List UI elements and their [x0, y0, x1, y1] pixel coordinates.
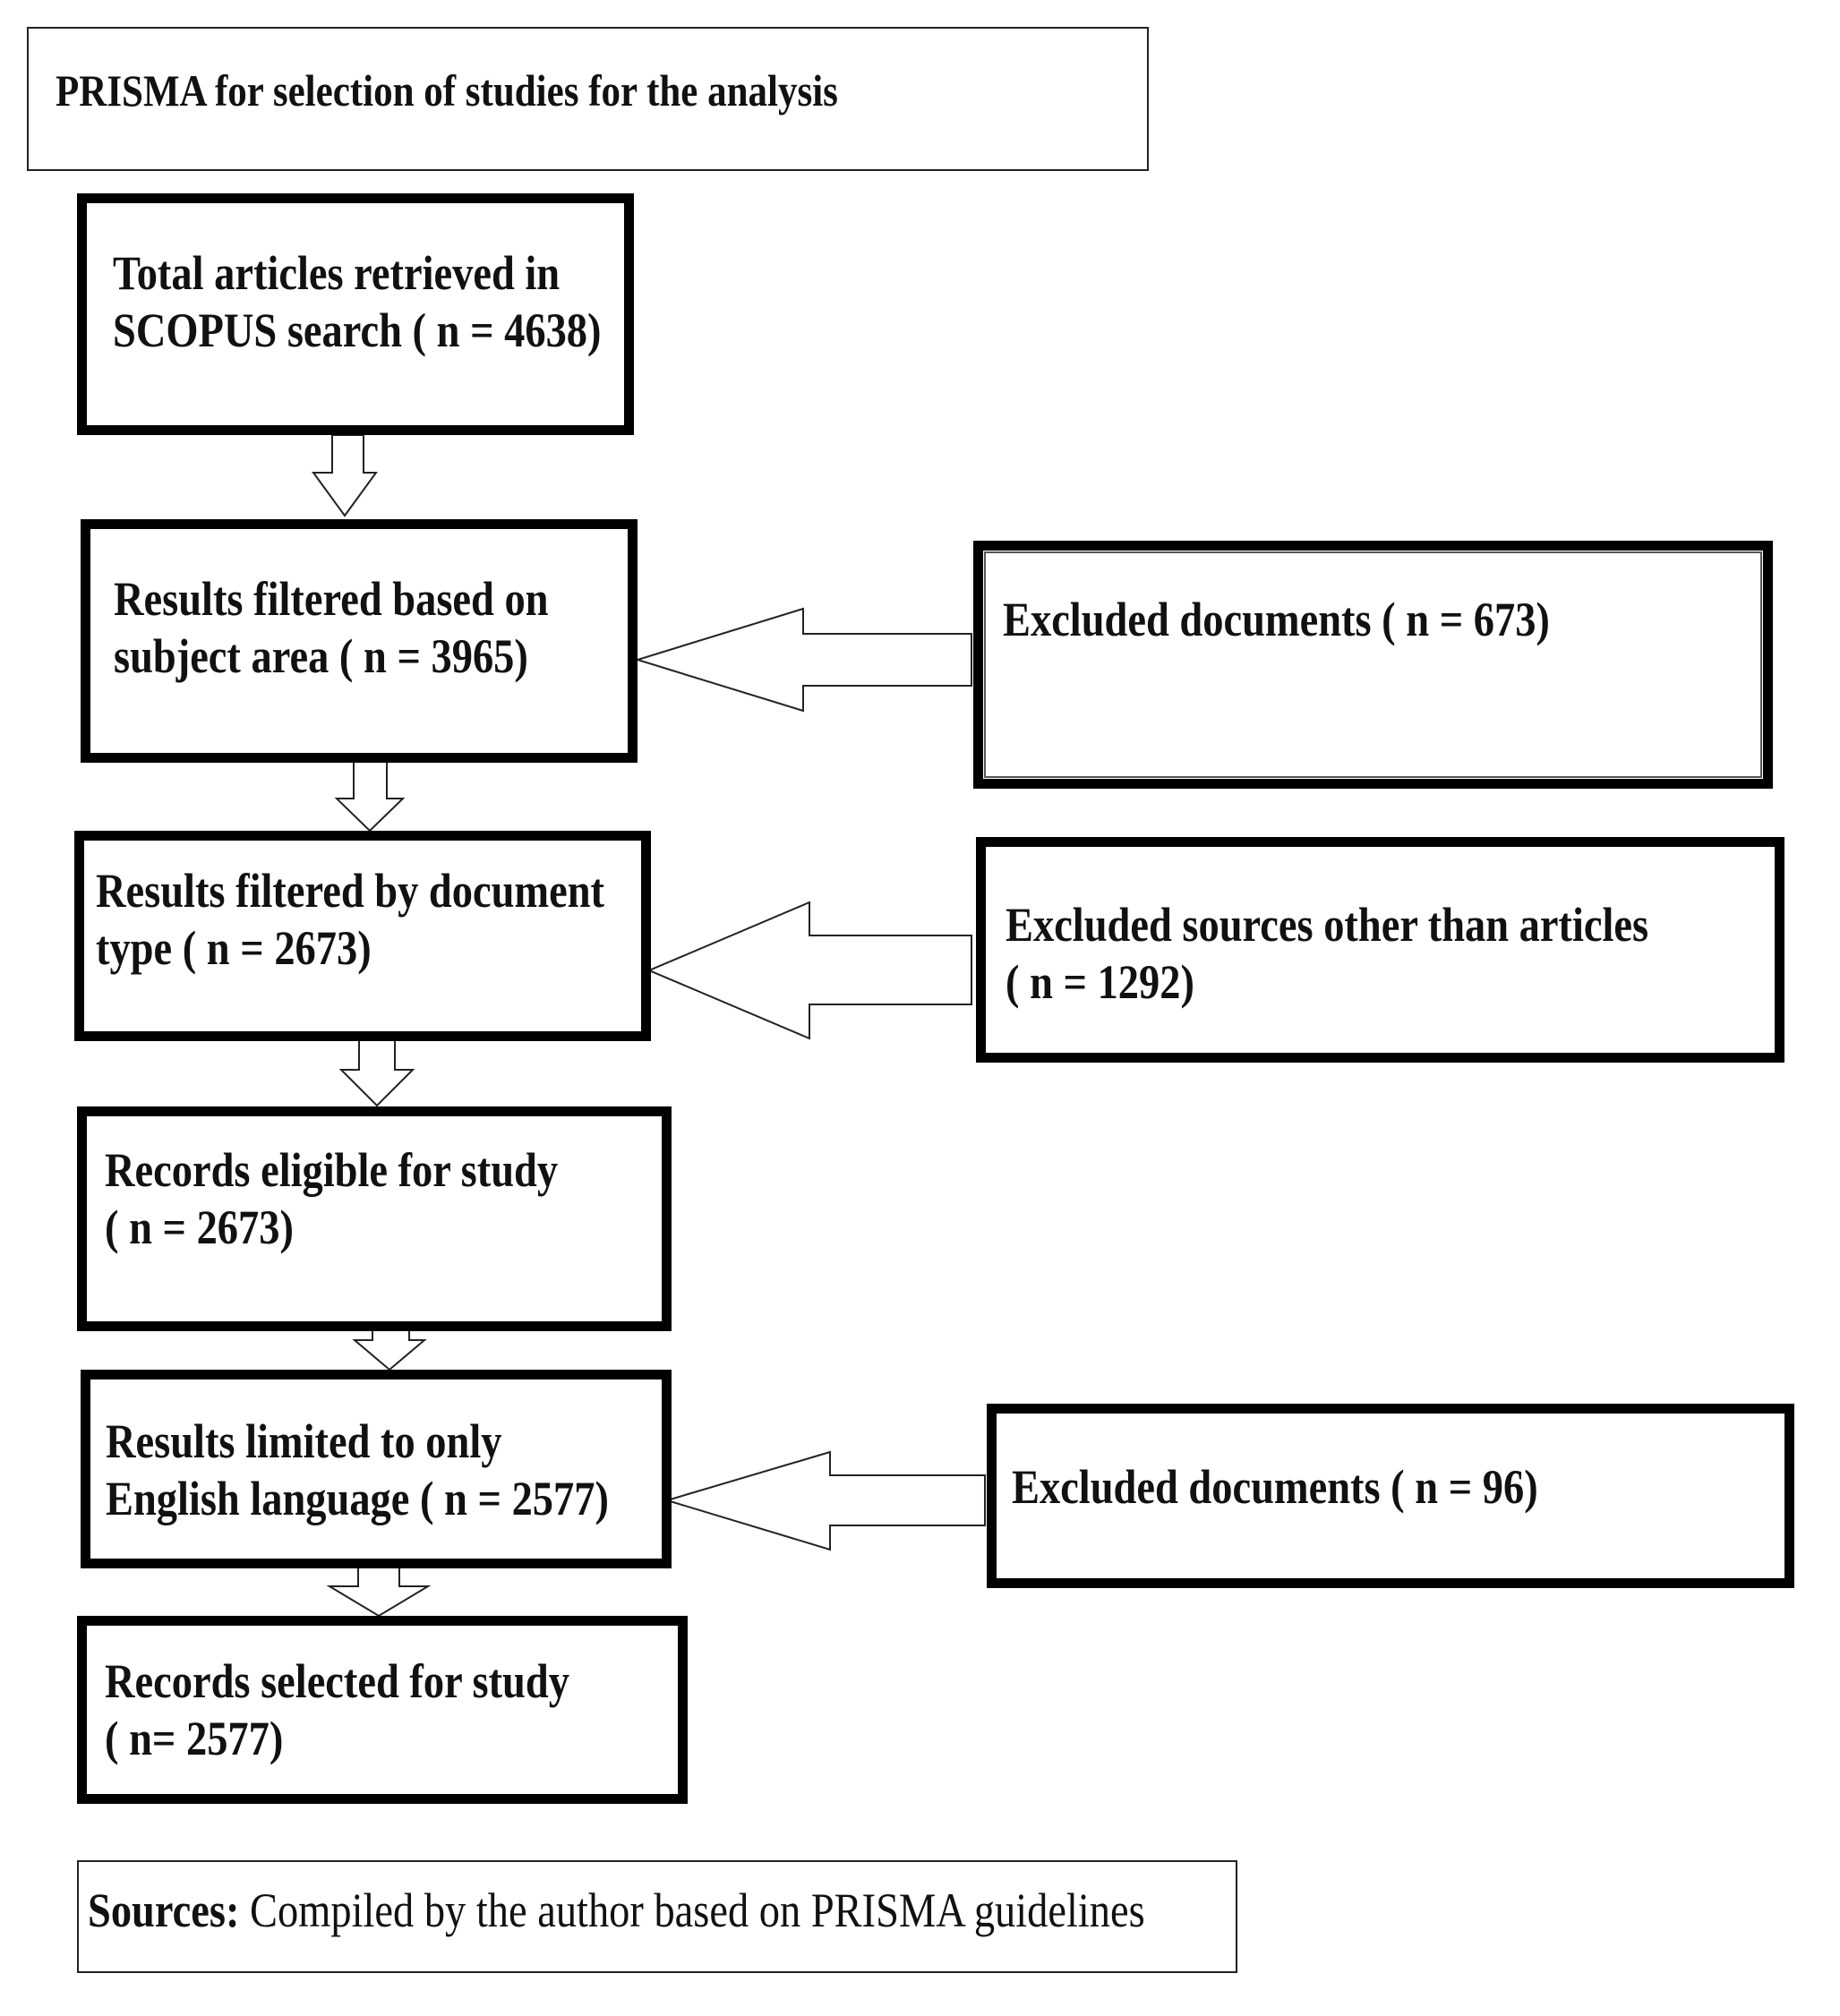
- flow-box-selected-line1: Records selected for study: [105, 1654, 569, 1708]
- flow-box-eligible: Records eligible for study ( n = 2673): [77, 1106, 672, 1331]
- exclusion-box-1-line1: Excluded documents ( n = 673): [1003, 593, 1550, 646]
- down-arrow-3: [338, 1037, 415, 1107]
- exclusion-box-3-line1: Excluded documents ( n = 96): [1012, 1460, 1538, 1514]
- exclusion-box-2-line2: ( n = 1292): [1006, 955, 1194, 1009]
- exclusion-box-2-line1: Excluded sources other than articles: [1006, 898, 1649, 952]
- flow-box-selected: Records selected for study ( n= 2577): [77, 1616, 688, 1804]
- left-arrow-1: [634, 607, 972, 713]
- down-arrow-4: [352, 1327, 427, 1371]
- title-box: PRISMA for selection of studies for the …: [27, 27, 1149, 171]
- flow-box-retrieved-line1: Total articles retrieved in: [113, 246, 561, 300]
- exclusion-box-3: Excluded documents ( n = 96): [987, 1404, 1794, 1588]
- flow-box-english-line2: English language ( n = 2577): [106, 1472, 609, 1525]
- source-note: Sources: Compiled by the author based on…: [88, 1882, 1145, 1939]
- source-note-box: Sources: Compiled by the author based on…: [77, 1860, 1237, 1973]
- flow-box-eligible-line1: Records eligible for study: [105, 1143, 559, 1197]
- flow-box-english: Results limited to only English language…: [81, 1370, 672, 1568]
- flow-box-eligible-line2: ( n = 2673): [105, 1200, 294, 1254]
- flow-box-document-type: Results filtered by document type ( n = …: [74, 831, 651, 1041]
- diagram-title: PRISMA for selection of studies for the …: [56, 65, 838, 115]
- flow-box-retrieved: Total articles retrieved in SCOPUS searc…: [77, 193, 634, 435]
- left-arrow-3: [663, 1450, 986, 1551]
- flow-box-document-type-line2: type ( n = 2673): [96, 921, 372, 975]
- exclusion-box-1-inner-border: [984, 551, 1762, 778]
- source-note-label: Sources:: [88, 1884, 240, 1937]
- flow-box-retrieved-line2: SCOPUS search ( n = 4638): [113, 303, 602, 357]
- down-arrow-5: [326, 1564, 432, 1618]
- flow-box-document-type-line1: Results filtered by document: [96, 864, 605, 918]
- flow-box-subject-area-line1: Results filtered based on: [114, 572, 549, 626]
- left-arrow-2: [646, 901, 972, 1040]
- flow-box-selected-line2: ( n= 2577): [105, 1712, 284, 1765]
- exclusion-box-1: Excluded documents ( n = 673): [973, 541, 1773, 789]
- down-arrow-2: [334, 758, 406, 833]
- flow-box-english-line1: Results limited to only: [106, 1414, 502, 1468]
- flow-box-subject-area-line2: subject area ( n = 3965): [114, 629, 528, 683]
- source-note-text: Compiled by the author based on PRISMA g…: [239, 1884, 1145, 1937]
- exclusion-box-2: Excluded sources other than articles ( n…: [976, 837, 1784, 1063]
- flow-box-subject-area: Results filtered based on subject area (…: [81, 519, 638, 763]
- down-arrow-1: [312, 434, 378, 517]
